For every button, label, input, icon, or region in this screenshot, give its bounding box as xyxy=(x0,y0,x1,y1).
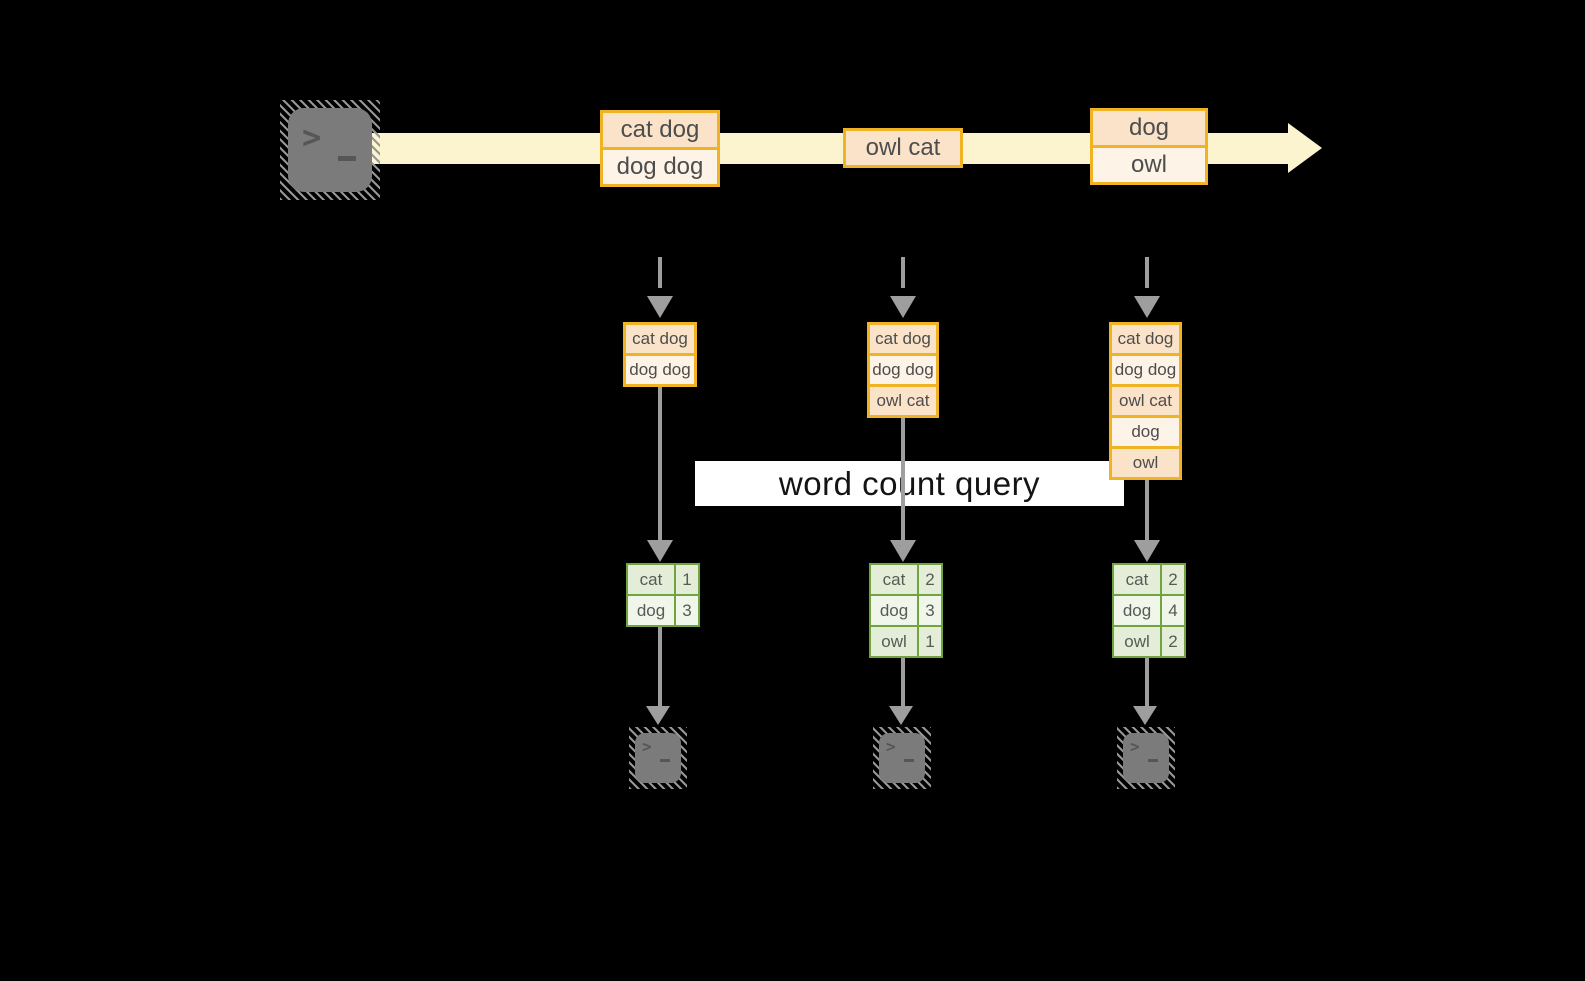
count-row: dog 4 xyxy=(1114,596,1184,625)
state-row: owl xyxy=(1112,449,1179,477)
terminal-cursor xyxy=(904,759,914,762)
output-arrow-head-icon xyxy=(1133,706,1157,725)
output-terminal-icon-2: > xyxy=(873,727,931,789)
query-arrow-head-icon xyxy=(1134,540,1160,562)
batch-row: dog xyxy=(1093,111,1205,145)
count-row: owl 1 xyxy=(871,627,941,656)
terminal-prompt-glyph: > xyxy=(302,118,322,156)
output-arrow-shaft xyxy=(901,656,905,706)
state-row: dog xyxy=(1112,418,1179,446)
stream-arrowhead-icon xyxy=(1288,123,1322,173)
batch-row: owl xyxy=(1093,148,1205,182)
state-row: owl cat xyxy=(1112,387,1179,415)
state-row: dog dog xyxy=(1112,356,1179,384)
count-word: cat xyxy=(628,565,674,594)
count-table-2: cat 2 dog 3 owl 1 xyxy=(869,563,943,658)
count-table-3: cat 2 dog 4 owl 2 xyxy=(1112,563,1186,658)
state-box-3: cat dog dog dog owl cat dog owl xyxy=(1109,322,1182,480)
output-terminal-icon-1: > xyxy=(629,727,687,789)
state-box-2: cat dog dog dog owl cat xyxy=(867,322,939,418)
count-row: dog 3 xyxy=(628,596,698,625)
count-row: cat 2 xyxy=(871,565,941,594)
count-value: 2 xyxy=(1162,627,1184,656)
dashed-arrow-head-icon xyxy=(1134,296,1160,318)
query-arrow-head-icon xyxy=(890,540,916,562)
dashed-arrow-shaft xyxy=(658,257,662,288)
batch-row: owl cat xyxy=(846,131,960,165)
count-row: cat 2 xyxy=(1114,565,1184,594)
query-arrow-shaft xyxy=(658,386,662,542)
stream-batch-2: owl cat xyxy=(843,128,963,168)
count-value: 1 xyxy=(676,565,698,594)
terminal-body: > xyxy=(635,733,681,783)
state-row: dog dog xyxy=(626,356,694,384)
terminal-cursor xyxy=(1148,759,1158,762)
count-word: dog xyxy=(628,596,674,625)
terminal-body: > xyxy=(879,733,925,783)
count-row: dog 3 xyxy=(871,596,941,625)
count-word: dog xyxy=(871,596,917,625)
terminal-cursor xyxy=(338,156,356,161)
terminal-cursor xyxy=(660,759,670,762)
state-box-1: cat dog dog dog xyxy=(623,322,697,387)
output-arrow-head-icon xyxy=(889,706,913,725)
state-row: cat dog xyxy=(626,325,694,353)
terminal-prompt-glyph: > xyxy=(1130,737,1140,756)
query-arrow-head-icon xyxy=(647,540,673,562)
count-row: owl 2 xyxy=(1114,627,1184,656)
query-label: word count query xyxy=(778,464,1041,502)
query-arrow-shaft xyxy=(901,417,905,542)
count-value: 2 xyxy=(1162,565,1184,594)
terminal-body: > xyxy=(1123,733,1169,783)
count-value: 2 xyxy=(919,565,941,594)
output-arrow-shaft xyxy=(658,626,662,706)
dashed-arrow-head-icon xyxy=(647,296,673,318)
dashed-arrow-shaft xyxy=(1145,257,1149,288)
state-row: owl cat xyxy=(870,387,936,415)
count-row: cat 1 xyxy=(628,565,698,594)
output-arrow-shaft xyxy=(1145,656,1149,706)
dashed-arrow-head-icon xyxy=(890,296,916,318)
terminal-prompt-glyph: > xyxy=(886,737,896,756)
count-word: owl xyxy=(1114,627,1160,656)
count-value: 3 xyxy=(676,596,698,625)
state-row: cat dog xyxy=(870,325,936,353)
stream-batch-3: dog owl xyxy=(1090,108,1208,185)
terminal-prompt-glyph: > xyxy=(642,737,652,756)
state-row: cat dog xyxy=(1112,325,1179,353)
source-terminal-icon: > xyxy=(280,100,380,200)
query-arrow-shaft xyxy=(1145,479,1149,542)
count-value: 4 xyxy=(1162,596,1184,625)
output-arrow-head-icon xyxy=(646,706,670,725)
stream-batch-1: cat dog dog dog xyxy=(600,110,720,187)
count-value: 3 xyxy=(919,596,941,625)
terminal-body: > xyxy=(288,108,372,192)
count-value: 1 xyxy=(919,627,941,656)
batch-row: dog dog xyxy=(603,150,717,184)
count-word: cat xyxy=(871,565,917,594)
count-word: dog xyxy=(1114,596,1160,625)
count-word: owl xyxy=(871,627,917,656)
count-table-1: cat 1 dog 3 xyxy=(626,563,700,627)
query-label-band: word count query xyxy=(695,461,1124,506)
count-word: cat xyxy=(1114,565,1160,594)
batch-row: cat dog xyxy=(603,113,717,147)
dashed-arrow-shaft xyxy=(901,257,905,288)
state-row: dog dog xyxy=(870,356,936,384)
output-terminal-icon-3: > xyxy=(1117,727,1175,789)
